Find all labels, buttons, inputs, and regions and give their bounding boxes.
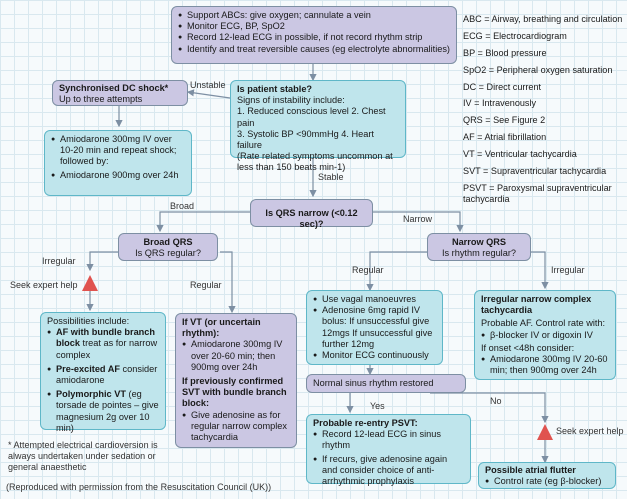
sinus-rhythm-box: Normal sinus rhythm restored [306,374,466,393]
flutter-item: Control rate (eg β-blocker) [485,476,609,487]
irregular-narrow-line: If onset <48h consider: [481,342,575,353]
sinus-rhythm-text: Normal sinus rhythm restored [313,378,434,388]
initial-action-item: Monitor ECG, BP, SpO2 [178,21,450,32]
amiodarone-item: Amiodarone 300mg IV over 10-20 min and r… [51,134,185,168]
flutter-box: Possible atrial flutter Control rate (eg… [478,462,616,489]
label-seek-expert-2: Seek expert help [556,426,624,436]
warning-triangle-icon [82,275,98,291]
psvt-item: Record 12-lead ECG in sinus rhythm [313,429,464,451]
vt-box: If VT (or uncertain rhythm): Amiodarone … [175,313,297,448]
stability-line: (Rate related symptoms uncommon at less … [237,151,393,173]
broad-qrs-title: Broad QRS [143,237,193,247]
label-broad: Broad [170,201,195,211]
label-regular-right: Regular [352,265,384,275]
broad-qrs-sub: Is QRS regular? [135,248,201,259]
dc-shock-box: Synchronised DC shock* Up to three attem… [52,80,188,106]
irregular-narrow-item: β-blocker IV or digoxin IV [481,330,609,341]
narrow-qrs-title: Narrow QRS [451,237,507,247]
possibilities-box: Possibilities include: AF with bundle br… [40,312,166,433]
credit-line: (Reproduced with permission from the Res… [6,482,272,492]
vagal-item: Use vagal manoeuvres [313,294,436,305]
legend-item: PSVT = Paroxysmal supraventricular tachy… [463,182,612,204]
label-unstable: Unstable [190,80,226,90]
irregular-narrow-line: Probable AF. Control rate with: [481,318,606,329]
legend-item: ECG = Electrocardiogram [463,30,567,41]
stability-line: Signs of instability include: [237,95,345,106]
flutter-title: Possible atrial flutter [485,465,576,475]
legend-item: ABC = Airway, breathing and circulation [463,14,623,24]
label-yes: Yes [370,401,385,411]
qrs-question: Is QRS narrow (<0.12 sec)? [265,208,358,230]
label-stable: Stable [318,172,344,182]
legend-item: BP = Blood pressure [463,47,547,58]
initial-action-item: Identify and treat reversible causes (eg… [178,44,450,55]
warning-triangle-icon [537,424,553,440]
legend-item: IV = Intravenously [463,98,537,109]
possibility-item: Polymorphic VT (eg torsade de pointes – … [47,389,159,434]
legend-item: QRS = See Figure 2 [463,115,546,126]
psvt-box: Probable re-entry PSVT: Record 12-lead E… [306,414,471,486]
svt-title: If previously confirmed SVT with bundle … [182,376,287,409]
irregular-narrow-item: Amiodarone 300mg IV 20-60 min; then 900m… [481,354,609,376]
label-narrow: Narrow [403,214,433,224]
label-irregular-right: Irregular [551,265,585,275]
dc-shock-sub: Up to three attempts [59,94,143,105]
label-regular-left: Regular [190,280,222,290]
initial-action-item: Record 12-lead ECG in possible, if not r… [178,32,450,43]
label-no: No [490,396,502,406]
irregular-narrow-box: Irregular narrow complex tachycardia Pro… [474,290,616,380]
psvt-item: If recurs, give adenosine again and cons… [313,454,464,488]
broad-qrs-box: Broad QRS Is QRS regular? [118,233,218,261]
vt-title: If VT (or uncertain rhythm): [182,317,261,339]
stability-line: 1. Reduced conscious level 2. Chest pain [237,106,386,128]
legend-item: AF = Atrial fibrillation [463,132,547,143]
label-seek-expert-1: Seek expert help [10,280,78,290]
label-irregular-left: Irregular [42,256,76,266]
vagal-box: Use vagal manoeuvres Adenosine 6mg rapid… [306,290,443,365]
svt-item: Give adenosine as for regular narrow com… [182,410,290,444]
initial-actions-box: Support ABCs: give oxygen; cannulate a v… [171,6,457,64]
legend-item: SVT = Supraventricular tachycardia [463,166,607,177]
possibility-item: AF with bundle branch block treat as for… [47,327,159,361]
possibilities-title: Possibilities include: [47,316,130,326]
possibility-item: Pre-excited AF consider amiodarone [47,364,159,386]
stability-box: Is patient stable? Signs of instability … [230,80,406,172]
dc-shock-title: Synchronised DC shock* [59,83,169,93]
footnote: * Attempted electrical cardioversion is … [8,440,158,472]
narrow-qrs-box: Narrow QRS Is rhythm regular? [427,233,531,261]
stability-line: 3. Systolic BP <90mmHg 4. Heart failure [237,128,374,151]
abbreviation-legend: ABC = Airway, breathing and circulation … [463,14,625,211]
stability-title: Is patient stable? [237,84,313,94]
legend-item: SpO2 = Peripheral oxygen saturation [463,64,613,75]
vt-item: Amiodarone 300mg IV over 20-60 min; then… [182,339,290,373]
initial-action-item: Support ABCs: give oxygen; cannulate a v… [178,10,450,21]
amiodarone-box: Amiodarone 300mg IV over 10-20 min and r… [44,130,192,196]
vagal-item: Adenosine 6mg rapid IV bolus: If unsucce… [313,305,436,350]
vagal-item: Monitor ECG continuously [313,350,436,361]
narrow-qrs-sub: Is rhythm regular? [441,248,517,259]
irregular-narrow-title: Irregular narrow complex tachycardia [481,294,592,316]
legend-item: DC = Direct current [463,81,542,92]
amiodarone-item: Amiodarone 900mg over 24h [51,170,185,181]
legend-item: VT = Ventricular tachycardia [463,149,577,160]
psvt-title: Probable re-entry PSVT: [313,418,418,428]
qrs-narrow-box: Is QRS narrow (<0.12 sec)? [250,199,373,230]
